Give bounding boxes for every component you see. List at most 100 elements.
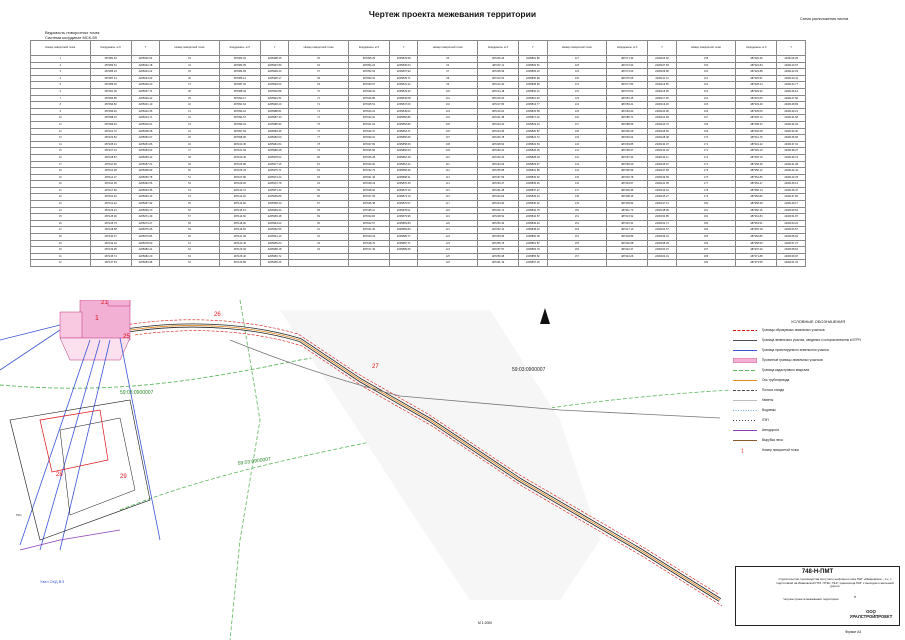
table-cell: 487304.57 xyxy=(606,180,649,188)
table-cell: 487252.14 xyxy=(477,226,520,235)
coord-note-line: Система координат МСК-59 xyxy=(45,35,97,40)
table-cell: 2206120.67 xyxy=(776,61,806,70)
parcel-fill xyxy=(59,311,83,339)
table-cell: 2205062.56 xyxy=(130,180,161,188)
table-cell: 2205078.63 xyxy=(130,239,161,248)
table-cell: 109 xyxy=(417,147,479,155)
table-cell: 157 xyxy=(546,252,608,261)
table-cell: 487118.06 xyxy=(218,219,261,228)
table-cell: 2205846.40 xyxy=(518,219,548,228)
table-cell: 2205991.51 xyxy=(259,94,290,103)
legend-symbol-icon xyxy=(733,328,757,333)
table-cell: 487224.95 xyxy=(477,127,520,136)
table-cell: 13 xyxy=(30,134,91,142)
table-cell: 487343.42 xyxy=(735,140,778,149)
parcel-outline xyxy=(59,417,136,516)
table-cell: 146 xyxy=(546,180,608,188)
table-cell: 94 xyxy=(288,246,349,254)
table-cell: 121 xyxy=(417,226,479,235)
table-cell: 487241.28 xyxy=(477,186,520,195)
table-cell: 81 xyxy=(288,160,349,169)
legend: УСЛОВНЫЕ ОБОЗНАЧЕНИЯ Границы образуемых … xyxy=(732,320,903,458)
table-cell: 143 xyxy=(546,160,608,169)
table-cell: 189 xyxy=(675,259,737,267)
table-cell: 487107.10 xyxy=(89,147,132,155)
pump-label: ГКС xyxy=(16,513,22,517)
table-cell: 167 xyxy=(675,114,737,122)
table-cell: 487274.60 xyxy=(606,68,649,76)
table-cell: 487117.84 xyxy=(89,186,132,195)
table-cell: 76 xyxy=(288,127,349,136)
table-cell: 2205811.93 xyxy=(518,94,548,103)
legend-item: Граница земельного участка, сведения о к… xyxy=(733,338,903,343)
table-cell: 487341.76 xyxy=(735,134,778,142)
table-cell: 487370.20 xyxy=(735,246,778,254)
table-cell: 2206151.87 xyxy=(776,213,806,221)
table-cell: 487115.13 xyxy=(218,206,261,215)
table-cell: 487214.18 xyxy=(477,87,520,96)
table-cell: 2205994.02 xyxy=(259,81,290,89)
table-cell: 2205955.26 xyxy=(259,259,290,267)
table-cell: 487276.25 xyxy=(606,74,649,83)
table-cell: 2205857.35 xyxy=(518,259,548,267)
table-cell: 2206119.25 xyxy=(776,55,806,63)
table-cell: 487040.37 xyxy=(347,127,391,136)
legend-text: Вырубка леса xyxy=(762,438,783,442)
table-cell: 184 xyxy=(675,226,737,235)
table-cell: 2205972.78 xyxy=(259,180,290,188)
table-cell: 487100.45 xyxy=(218,140,261,149)
table-cell: 487358.49 xyxy=(735,200,778,208)
table-cell: 2205842.75 xyxy=(518,206,548,215)
legend-item: Автодороги xyxy=(733,428,903,433)
col-header: Координаты, м X xyxy=(89,40,132,56)
table-cell: 2205813.77 xyxy=(518,101,548,109)
table-cell: 2205075.06 xyxy=(130,226,161,235)
table-cell: 487295.67 xyxy=(606,147,649,155)
table-cell: 487049.57 xyxy=(347,81,391,89)
table-cell: 2205852.80 xyxy=(389,120,419,129)
table-cell: 52 xyxy=(159,180,220,188)
table-cell: 165 xyxy=(675,101,737,109)
svg-text:1: 1 xyxy=(741,449,744,454)
table-cell: 113 xyxy=(417,173,479,182)
table-cell: 2205822.72 xyxy=(518,134,548,142)
table-cell: 2206149.17 xyxy=(776,200,806,208)
legend-symbol-icon xyxy=(733,418,757,423)
table-cell: 2206134.11 xyxy=(647,153,677,162)
table-cell: 2205824.53 xyxy=(518,140,548,149)
table-cell: 487371.88 xyxy=(735,252,778,261)
table-cell: 2206128.48 xyxy=(647,134,677,142)
table-cell: 79 xyxy=(288,147,349,155)
table-cell: 487350.12 xyxy=(735,167,778,175)
table-cell: 2205851.87 xyxy=(518,239,548,248)
table-cell: 2206145.12 xyxy=(776,180,806,188)
table-cell: 110 xyxy=(417,153,479,162)
col-header: Y xyxy=(130,40,161,56)
table-cell: 487363.51 xyxy=(735,219,778,228)
table-cell: 487345.10 xyxy=(735,147,778,155)
table-cell: 39 xyxy=(159,94,220,103)
table-cell: 77 xyxy=(288,134,349,142)
table-cell: 487098.96 xyxy=(218,134,261,142)
table-cell: 164 xyxy=(675,94,737,103)
legend-text: Водоемы xyxy=(762,408,776,412)
coord-note-line: Ведомость поворотных точек xyxy=(45,30,100,35)
table-cell: 168 xyxy=(675,120,737,129)
table-cell: 55 xyxy=(159,200,220,208)
table-cell: 2205843.30 xyxy=(389,87,419,96)
table-cell: 176 xyxy=(675,173,737,182)
table-cell: 2206160.15 xyxy=(647,246,677,254)
table-cell: 487083.51 xyxy=(89,61,132,70)
table-cell: 2205958.18 xyxy=(259,246,290,254)
table-cell: 2205985.92 xyxy=(259,120,290,129)
table-cell: 18 xyxy=(30,167,91,175)
table-cell: 487243.09 xyxy=(477,193,520,202)
table-cell: 88 xyxy=(288,206,349,215)
table-cell: 2206162.01 xyxy=(647,252,677,261)
table-cell: 15 xyxy=(30,147,91,155)
table-cell: 148 xyxy=(546,193,608,202)
table-cell: 103 xyxy=(417,107,479,116)
